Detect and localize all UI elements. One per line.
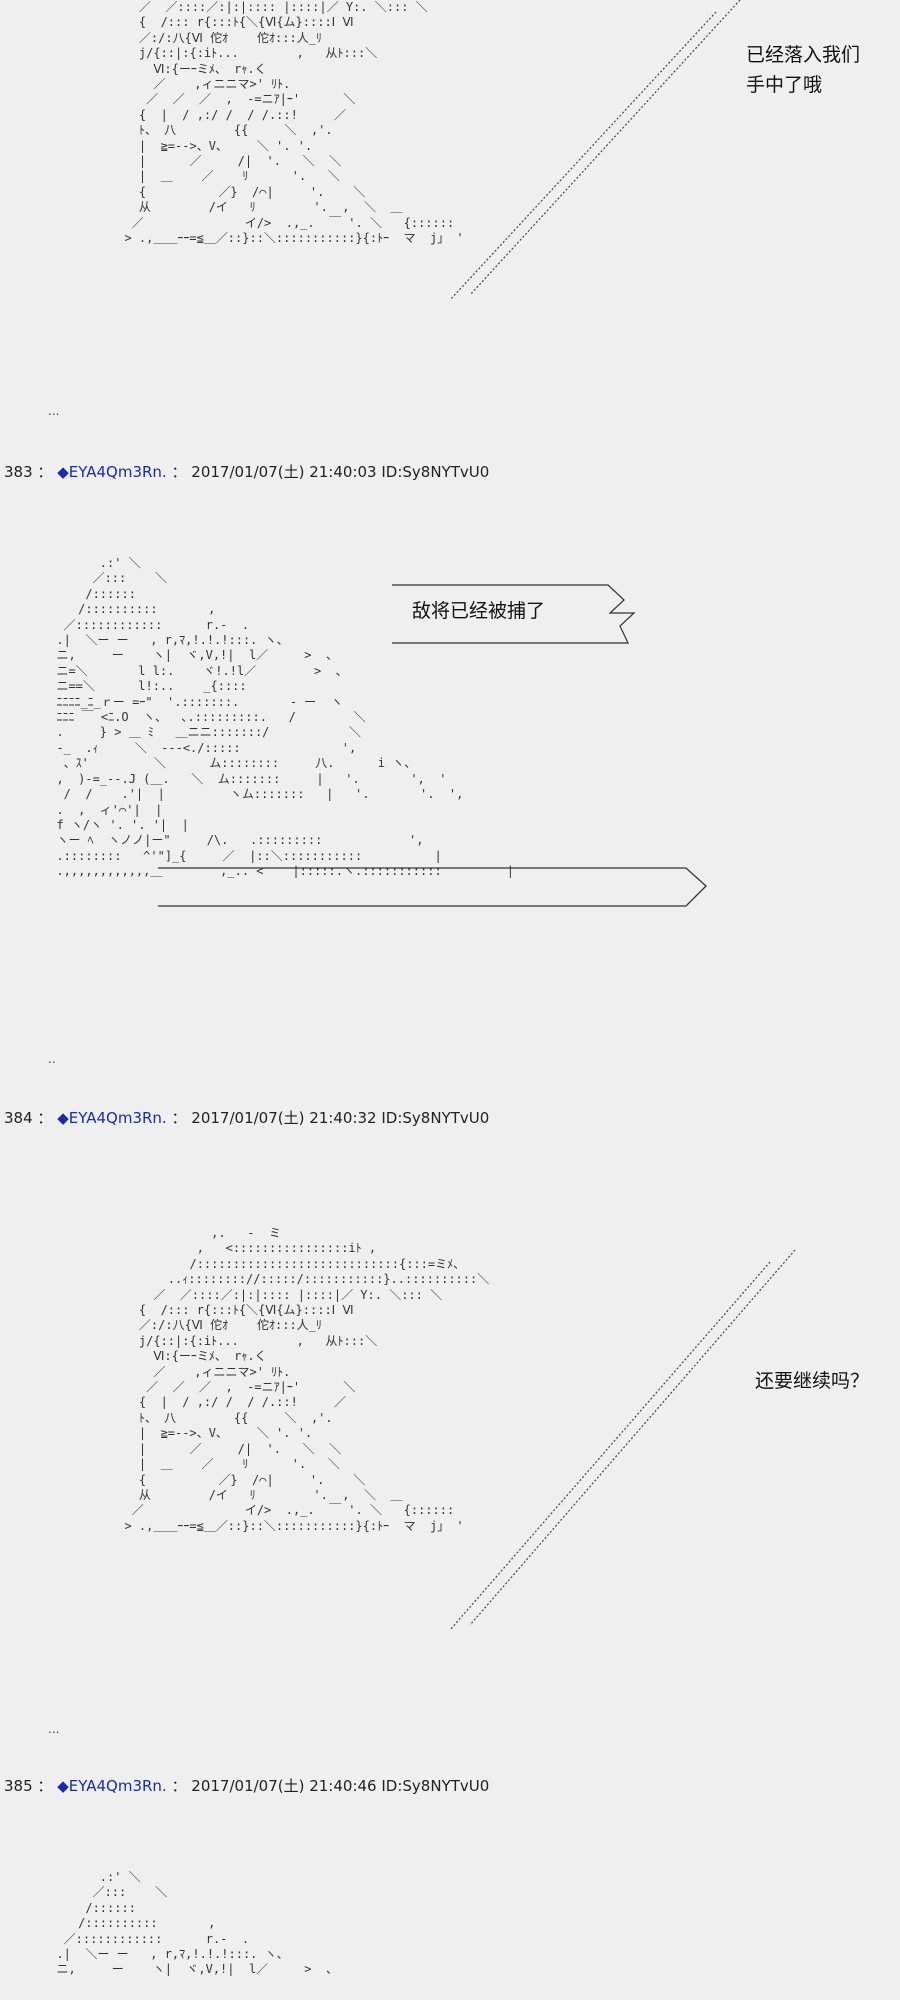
trailing-dots-2: .. bbox=[48, 1052, 56, 1066]
caption-2: 敌将已经被捕了 bbox=[412, 600, 546, 622]
spear-shaft-2 bbox=[449, 1249, 796, 1631]
poster-id[interactable]: ID:Sy8NYTvU0 bbox=[381, 1109, 490, 1127]
post-header-384: 384 ： ◆EYA4Qm3Rn. ： 2017/01/07(土) 21:40:… bbox=[4, 1108, 489, 1128]
sword-blade bbox=[158, 867, 707, 907]
spear-shaft-1 bbox=[449, 0, 741, 301]
post-number[interactable]: 383 bbox=[4, 463, 33, 481]
speech-bubble-frame bbox=[392, 584, 636, 644]
poster-trip[interactable]: EYA4Qm3Rn. bbox=[68, 1109, 167, 1127]
separator: ： bbox=[171, 1109, 187, 1127]
trip-diamond-icon: ◆ bbox=[57, 463, 69, 481]
separator: ： bbox=[37, 463, 53, 481]
post-header-385: 385 ： ◆EYA4Qm3Rn. ： 2017/01/07(土) 21:40:… bbox=[4, 1776, 489, 1796]
trip-diamond-icon: ◆ bbox=[57, 1777, 69, 1795]
separator: ： bbox=[171, 1777, 187, 1795]
trailing-dots-1: ... bbox=[48, 404, 60, 418]
caption-1-line-2: 手中了哦 bbox=[746, 74, 823, 96]
ascii-art-warrior-2: ,. - ミ , <::::::::::::::::iﾄ , /::::::::… bbox=[124, 1226, 490, 1533]
poster-id[interactable]: ID:Sy8NYTvU0 bbox=[381, 463, 490, 481]
poster-trip[interactable]: EYA4Qm3Rn. bbox=[68, 463, 167, 481]
post-datetime: 2017/01/07(土) 21:40:32 bbox=[191, 1109, 377, 1127]
separator: ： bbox=[37, 1777, 53, 1795]
trailing-dots-3: ... bbox=[48, 1722, 60, 1736]
trip-diamond-icon: ◆ bbox=[57, 1109, 69, 1127]
separator: ： bbox=[171, 463, 187, 481]
post-number[interactable]: 385 bbox=[4, 1777, 33, 1795]
ascii-art-captured-2: .:' ＼ ／::: ＼ /:::::: /:::::::::: , ／::::… bbox=[56, 1870, 338, 1977]
post-header-383: 383 ： ◆EYA4Qm3Rn. ： 2017/01/07(土) 21:40:… bbox=[4, 462, 489, 482]
post-datetime: 2017/01/07(土) 21:40:03 bbox=[191, 463, 377, 481]
caption-3: 还要继续吗？ bbox=[755, 1370, 870, 1392]
caption-1-line-1: 已经落入我们 bbox=[746, 44, 861, 66]
ascii-art-warrior-1: ／ ／::::／:|:|:::: |::::|／ Y:. ＼::: ＼ { /:… bbox=[124, 0, 464, 246]
poster-trip[interactable]: EYA4Qm3Rn. bbox=[68, 1777, 167, 1795]
caption-1: 已经落入我们 手中了哦 bbox=[746, 40, 860, 100]
separator: ： bbox=[37, 1109, 53, 1127]
post-datetime: 2017/01/07(土) 21:40:46 bbox=[191, 1777, 377, 1795]
post-number[interactable]: 384 bbox=[4, 1109, 33, 1127]
ascii-art-captured-1: .:' ＼ ／::: ＼ /:::::: /:::::::::: , ／::::… bbox=[56, 556, 514, 879]
poster-id[interactable]: ID:Sy8NYTvU0 bbox=[381, 1777, 490, 1795]
